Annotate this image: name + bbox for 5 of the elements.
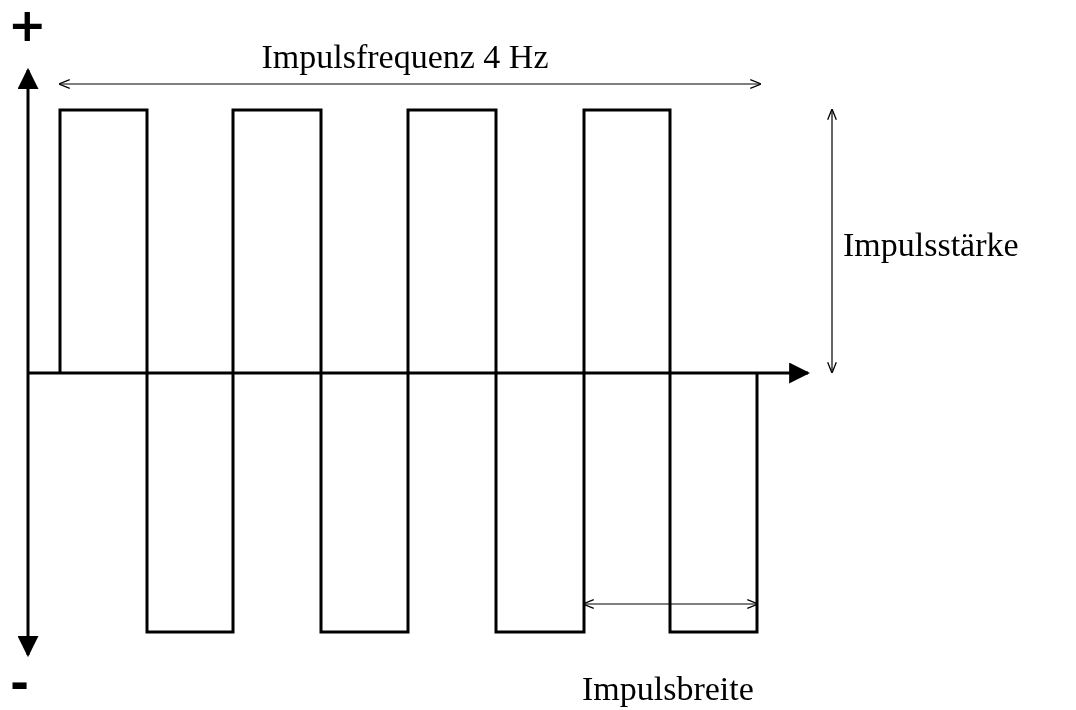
plus-sign: + [8,2,47,48]
minus-sign: - [10,660,30,706]
dimension-label: Impulsbreite [582,672,754,706]
dimension-label: Impulsfrequenz 4 Hz [261,40,549,74]
dimension-label: Impulsstärke [843,228,1019,262]
